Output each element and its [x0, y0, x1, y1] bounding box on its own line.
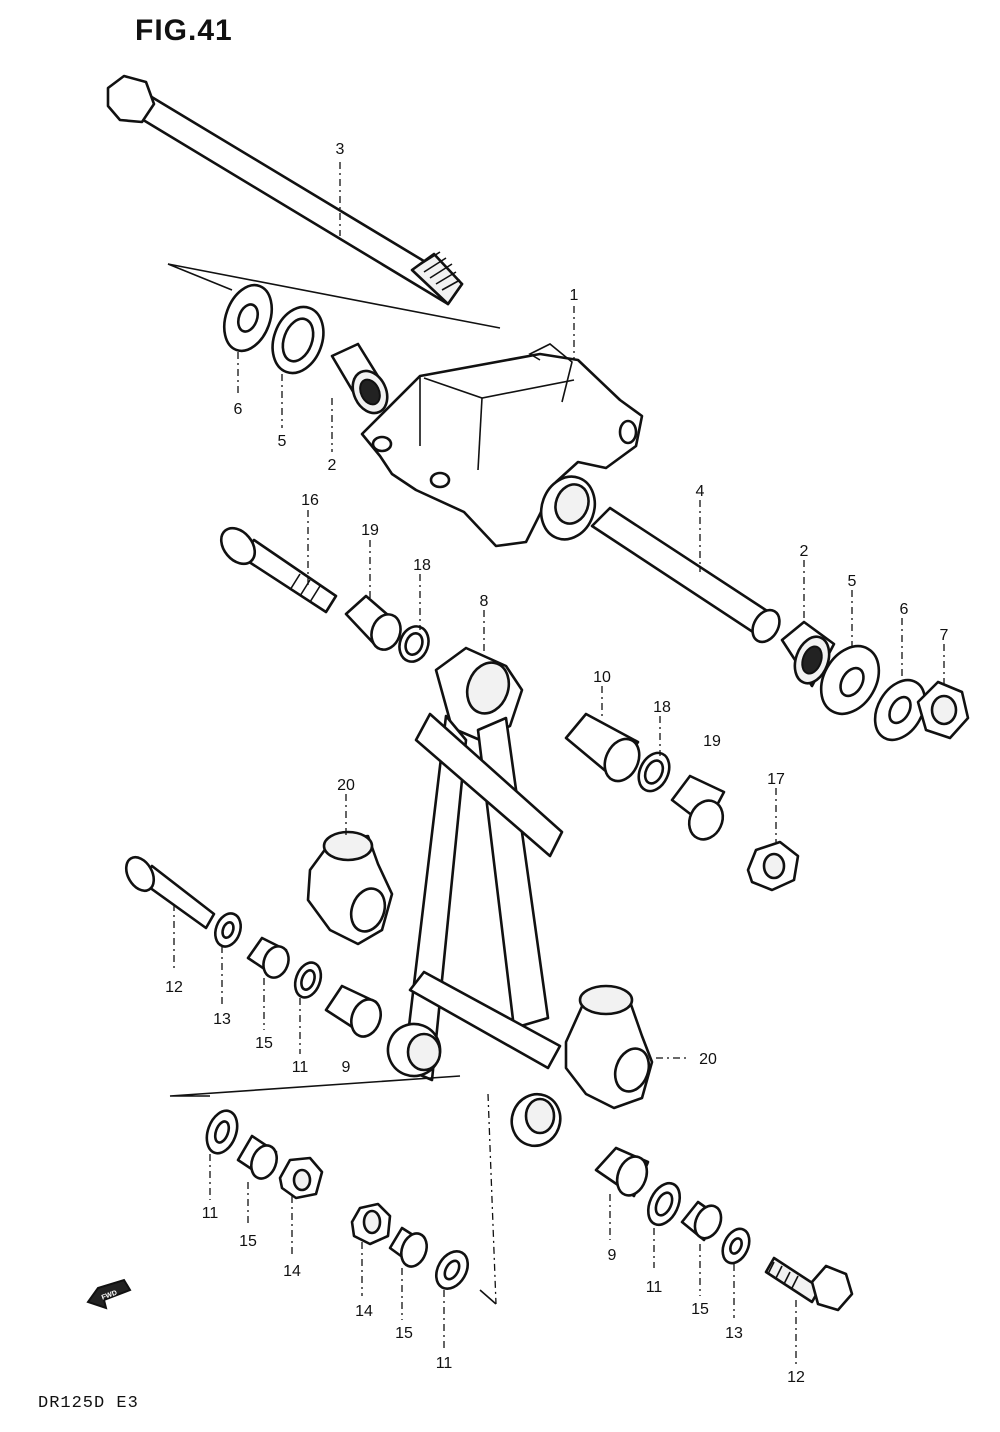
callout-7: 7: [940, 627, 949, 644]
spacer-pipe-part-4: [590, 506, 781, 644]
callout-12: 12: [165, 979, 183, 996]
bracket-part-20-lower: [564, 984, 654, 1110]
callout-9: 9: [608, 1247, 617, 1264]
washer-part-6-right: [873, 678, 927, 742]
bushing-part-19-upper: [344, 594, 402, 651]
callout-11: 11: [202, 1205, 219, 1222]
bolt-part-16: [219, 526, 338, 614]
callout-labels: 3 1 6 5 2 16 19 18 4 2 5 6 7 8 10 18 19 …: [165, 141, 948, 1386]
nut-part-17: [746, 840, 800, 892]
bracket-lead-bottom: [487, 1093, 497, 1305]
callout-20: 20: [337, 777, 355, 794]
callout-14: 14: [355, 1303, 373, 1320]
callout-10: 10: [593, 669, 611, 686]
ring-part-18-upper: [398, 625, 430, 663]
callout-20: 20: [699, 1051, 717, 1068]
nut-part-14-bottom-middle: [350, 1202, 392, 1246]
cushion-lever-part-1: [360, 343, 644, 548]
callout-11: 11: [292, 1059, 309, 1076]
callout-15: 15: [255, 1035, 273, 1052]
callout-19: 19: [703, 733, 721, 750]
group-bracket-bottom: [169, 1075, 461, 1097]
ring-part-11-bottom-middle: [434, 1250, 470, 1290]
model-code: DR125D E3: [38, 1394, 139, 1413]
bracket-part-20-upper: [306, 830, 394, 946]
callout-16: 16: [301, 492, 319, 509]
callout-14: 14: [283, 1263, 301, 1280]
callout-5: 5: [848, 573, 857, 590]
callout-4: 4: [696, 483, 705, 500]
bearing-part-2-right: [780, 620, 836, 688]
seal-part-5-right: [819, 644, 881, 716]
forward-arrow-icon: FWD: [86, 1278, 132, 1310]
callout-19: 19: [361, 522, 379, 539]
bolt-part-12-right: [764, 1256, 854, 1312]
leader-lines: [173, 162, 945, 1364]
collar-part-10: [564, 712, 641, 783]
callout-11: 11: [646, 1279, 663, 1296]
cushion-rod-part-8: [386, 646, 564, 1148]
collar-part-9-left: [324, 984, 382, 1038]
callout-2: 2: [800, 543, 809, 560]
bolt-part-12-left: [124, 855, 216, 930]
callout-5: 5: [278, 433, 287, 450]
group-bracket-bottom-end: [479, 1289, 497, 1305]
bearing-part-2-top: [330, 342, 389, 415]
callout-18: 18: [413, 557, 431, 574]
nut-part-14-bottom-left: [278, 1156, 324, 1200]
callout-15: 15: [395, 1325, 413, 1342]
group-bracket-top: [167, 263, 501, 329]
callout-17: 17: [767, 771, 785, 788]
callout-1: 1: [570, 287, 579, 304]
bushing-part-15-bottom-left: [236, 1134, 278, 1180]
axle-bolt-part-3: [106, 74, 464, 306]
collar-part-9-right: [594, 1146, 650, 1198]
washer-part-6-top: [222, 283, 274, 353]
ring-part-11-right: [646, 1181, 682, 1227]
bushing-part-15-bottom-middle: [388, 1226, 428, 1268]
callout-3: 3: [336, 141, 345, 158]
bushing-part-15-left: [246, 936, 290, 979]
ring-part-11-left: [293, 961, 323, 999]
callout-11: 11: [436, 1355, 453, 1372]
seal-part-5-top: [271, 305, 325, 375]
callout-9: 9: [342, 1059, 351, 1076]
callout-13: 13: [213, 1011, 231, 1028]
bushing-part-15-right: [680, 1200, 723, 1242]
nut-part-7: [916, 680, 970, 740]
callout-2: 2: [328, 457, 337, 474]
callout-12: 12: [787, 1369, 805, 1386]
washer-part-13-left: [214, 912, 242, 948]
ring-part-18-lower: [637, 751, 671, 793]
callout-6: 6: [234, 401, 243, 418]
callout-6: 6: [900, 601, 909, 618]
callout-13: 13: [725, 1325, 743, 1342]
ring-part-11-bottom-left: [205, 1109, 239, 1155]
washer-part-13-right: [721, 1227, 751, 1265]
figure-title: FIG.41: [135, 14, 233, 47]
callout-8: 8: [480, 593, 489, 610]
bushing-part-19-lower: [670, 774, 726, 841]
callout-18: 18: [653, 699, 671, 716]
callout-15: 15: [691, 1301, 709, 1318]
callout-15: 15: [239, 1233, 257, 1250]
